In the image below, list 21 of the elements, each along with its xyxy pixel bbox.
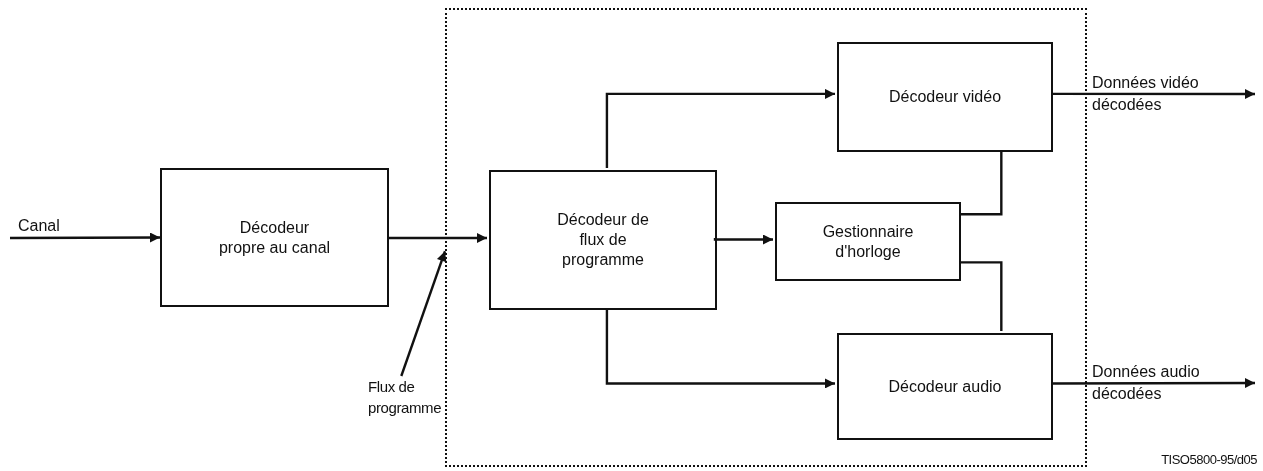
arrow (605, 308, 835, 389)
figure-reference: TISO5800-95/d05 (1161, 452, 1257, 467)
process-box (489, 170, 717, 310)
arrow (605, 88, 835, 168)
edge-label: Données vidéo décodées (1092, 73, 1200, 115)
annotation-text: Flux de programme (368, 376, 442, 418)
process-box (837, 333, 1053, 440)
dotted-boundary-box (445, 8, 1087, 467)
process-box (775, 202, 961, 281)
edge-label: Canal (18, 216, 61, 236)
arrow (10, 232, 160, 243)
box-label: Décodeur audio (887, 376, 1003, 397)
arrow (400, 250, 447, 377)
process-box (160, 168, 389, 307)
process-box (837, 42, 1053, 152)
box-label: Décodeur vidéo (887, 87, 1003, 107)
box-label: Décodeur propre au canal (217, 217, 332, 258)
arrow (713, 234, 773, 245)
box-label: Décodeur de flux de programme (556, 210, 650, 270)
box-label: Gestionnaire d'horloge (821, 221, 915, 262)
edge-label: Données audio décodées (1092, 362, 1201, 404)
